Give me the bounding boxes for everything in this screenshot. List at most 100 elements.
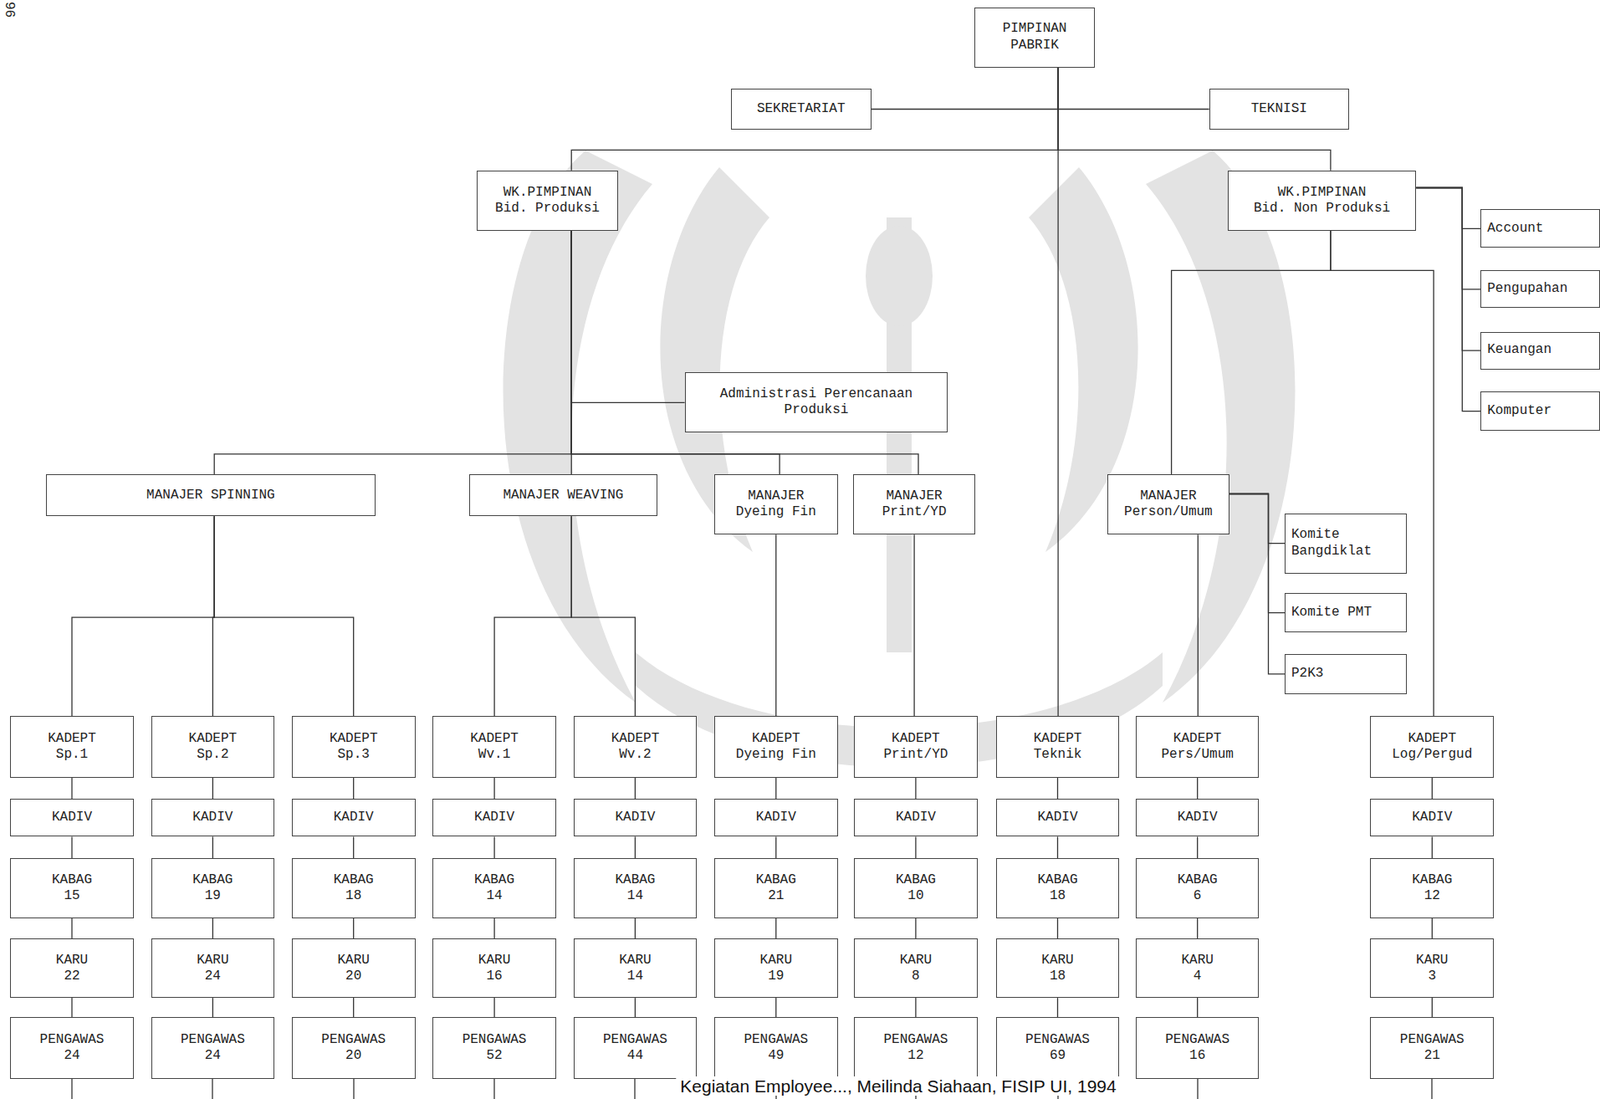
text-line: MANAJER WEAVING — [502, 487, 624, 504]
org-box: KABAG 18 — [291, 858, 416, 919]
text-line: 3 — [1415, 968, 1448, 985]
org-box: MANAJER Dyeing Fin — [714, 474, 839, 535]
org-box: KADIV — [996, 798, 1120, 837]
text-line: 52 — [462, 1047, 527, 1064]
connector — [1196, 836, 1198, 859]
text-line: Sp.1 — [47, 746, 97, 763]
box-label: Administrasi Perencanaan Produksi — [720, 386, 913, 419]
text-line: PENGAWAS — [743, 1032, 808, 1048]
box-label: PENGAWAS 12 — [884, 1032, 949, 1064]
connector — [1415, 188, 1481, 412]
box-label: KADEPT Wv.2 — [611, 730, 660, 763]
org-box: KABAG 18 — [996, 858, 1120, 919]
text-line: KADIV — [474, 809, 515, 826]
org-box: Account — [1480, 209, 1600, 248]
text-line: Komputer — [1487, 403, 1552, 420]
connector — [352, 997, 354, 1018]
connector — [915, 836, 916, 859]
text-line: Account — [1487, 220, 1544, 237]
org-box: Administrasi Perencanaan Produksi — [684, 372, 949, 433]
box-label: PENGAWAS 20 — [321, 1032, 386, 1064]
text-line: 44 — [603, 1047, 668, 1064]
box-label: KABAG 6 — [1177, 872, 1218, 905]
text-line: KADIV — [51, 809, 93, 826]
text-line: PENGAWAS — [603, 1032, 668, 1048]
org-box: KARU 3 — [1369, 938, 1494, 998]
text-line: Bangdiklat — [1291, 543, 1372, 560]
box-label: PENGAWAS 49 — [743, 1032, 808, 1064]
org-box: WK.PIMPINAN Bid. Non Produksi — [1227, 170, 1417, 231]
box-label: PENGAWAS 69 — [1025, 1032, 1090, 1064]
text-line: Sp.3 — [329, 746, 379, 763]
box-label: Komputer — [1487, 403, 1552, 420]
box-label: KARU 20 — [337, 952, 370, 985]
org-box: KADIV — [151, 798, 276, 837]
connector — [571, 516, 635, 716]
box-label: KADIV — [51, 809, 93, 826]
box-label: Komite Bangdiklat — [1291, 526, 1372, 559]
connector — [71, 997, 72, 1018]
text-line: KADEPT — [189, 730, 238, 747]
org-box: PENGAWAS 44 — [573, 1017, 698, 1079]
page-number: 96 — [1, 1, 17, 18]
text-line: 24 — [196, 968, 229, 985]
box-label: KADIV — [1177, 809, 1218, 826]
connector — [1196, 997, 1198, 1018]
text-line: WK.PIMPINAN — [495, 184, 600, 201]
text-line: Person/Umum — [1124, 504, 1213, 521]
connector — [1171, 230, 1331, 476]
connector — [634, 918, 636, 939]
text-line: KARU — [899, 952, 932, 969]
text-line: Bid. Produksi — [495, 200, 600, 217]
text-line: KABAG — [614, 872, 655, 889]
text-line: MANAJER — [736, 488, 817, 505]
text-line: KADIV — [756, 809, 797, 826]
connector — [71, 836, 72, 859]
connector — [212, 777, 214, 800]
text-line: 12 — [1411, 888, 1452, 905]
org-box: KARU 24 — [151, 938, 276, 998]
box-label: KADEPT Dyeing Fin — [736, 730, 817, 763]
box-label: WK.PIMPINAN Bid. Non Produksi — [1253, 184, 1391, 217]
connector — [1415, 188, 1481, 290]
org-box: WK.PIMPINAN Bid. Produksi — [476, 170, 619, 231]
org-box: KADIV — [1369, 798, 1494, 837]
box-label: SEKRETARIAT — [756, 101, 846, 118]
text-line: KADEPT — [1391, 730, 1473, 747]
text-line: Pengupahan — [1487, 281, 1568, 297]
text-line: 16 — [1165, 1047, 1230, 1064]
org-box: KABAG 19 — [151, 858, 276, 919]
text-line: 16 — [478, 968, 511, 985]
connector — [214, 230, 572, 476]
text-line: 15 — [51, 888, 93, 905]
org-box: MANAJER SPINNING — [46, 474, 376, 517]
text-line: SEKRETARIAT — [756, 101, 846, 118]
box-label: TEKNISI — [1251, 101, 1308, 118]
org-box: KADIV — [853, 798, 978, 837]
text-line: KARU — [478, 952, 511, 969]
text-line: Wv.2 — [611, 746, 660, 763]
text-line: KADEPT — [736, 730, 817, 747]
connector — [1057, 777, 1059, 800]
box-label: KADIV — [474, 809, 515, 826]
connector — [1057, 836, 1059, 859]
text-line: KADEPT — [884, 730, 949, 747]
text-line: Print/YD — [882, 504, 947, 521]
text-line: KARU — [196, 952, 229, 969]
box-label: KADEPT Print/YD — [884, 730, 949, 763]
box-label: Keuangan — [1487, 342, 1552, 358]
connector — [1058, 67, 1210, 110]
text-line: KABAG — [51, 872, 93, 889]
text-line: KABAG — [1037, 872, 1079, 889]
box-label: KARU 18 — [1041, 952, 1074, 985]
text-line: 21 — [756, 888, 797, 905]
connector — [1057, 918, 1059, 939]
text-line: PIMPINAN — [1002, 20, 1068, 37]
connector — [352, 836, 354, 859]
box-label: KARU 14 — [618, 952, 651, 985]
org-box: KADEPT Teknik — [996, 715, 1120, 777]
box-label: PIMPINAN PABRIK — [1002, 20, 1068, 53]
text-line: MANAJER SPINNING — [146, 487, 276, 504]
box-label: KARU 19 — [760, 952, 793, 985]
